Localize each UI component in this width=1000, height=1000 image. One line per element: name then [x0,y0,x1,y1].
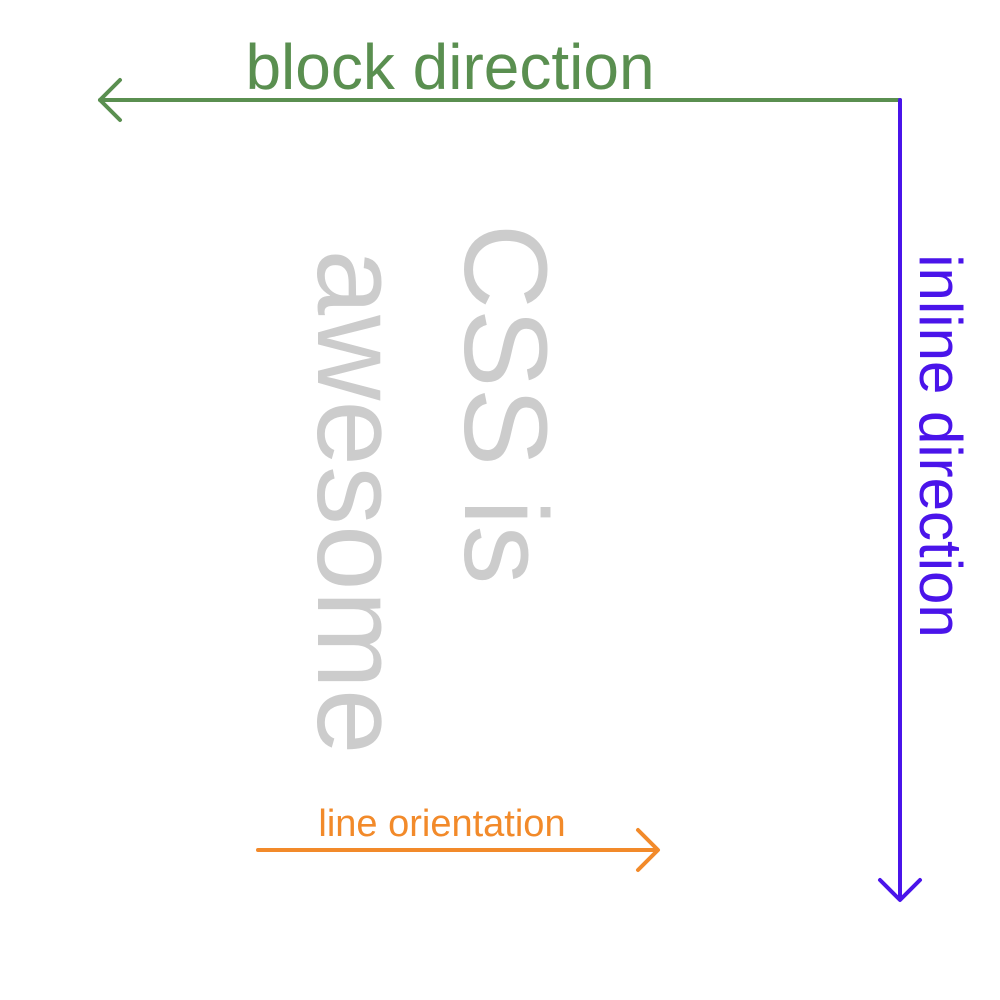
block-direction-label: block direction [245,31,654,103]
inline-direction-arrow [878,98,922,902]
block-direction-arrow [98,78,902,122]
inline-direction-label: inline direction [907,254,974,638]
block-direction-arrowhead [98,78,122,122]
line-orientation-label: line orientation [318,803,565,845]
line-orientation-arrow [256,828,660,872]
sample-text-line-1: CSS is [439,224,571,585]
sample-text-line-2: awesome [292,249,424,754]
inline-direction-arrowhead [878,878,922,902]
line-orientation-arrowhead [636,828,660,872]
